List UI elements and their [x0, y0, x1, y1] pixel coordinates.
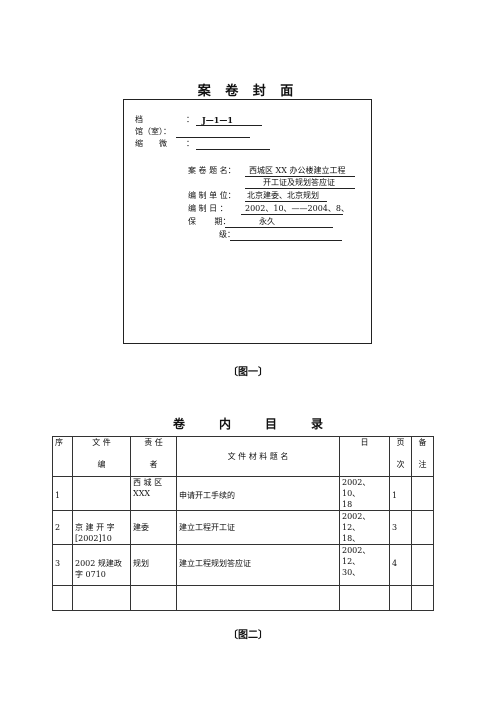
catalog-table: 序 文 件 编 责 任 者 文 件 材 料 题 名 日 页 次 备 注 1: [52, 436, 434, 611]
security-label: 级：: [219, 230, 235, 239]
microfilm-label: 缩 微: [135, 139, 167, 148]
row-responsible: 西 城 区: [133, 478, 163, 487]
catalog-title: 卷内目录: [0, 415, 496, 432]
case-title-line1: 西城区 XX 办公楼建立工程: [245, 166, 355, 177]
row-title: 建立工程规划答应证: [179, 559, 251, 568]
row-file-no-2: 字 0710: [75, 570, 106, 579]
cover-box: 档 ： J—1—1 馆（室）： 缩 微 ： 案 卷 题 名： 西城区 XX 办公…: [123, 99, 372, 344]
hall-label: 馆（室）：: [135, 127, 171, 136]
case-title-label: 案 卷 题 名：: [188, 166, 236, 175]
header-seq: 序: [52, 436, 73, 477]
case-title-line2: 开工证及规划答应证: [245, 178, 355, 189]
security-line: [230, 230, 342, 241]
date-label: 编 制 日 ：: [188, 204, 228, 213]
archive-number: J—1—1: [196, 115, 262, 126]
header-file-no: 文 件 编: [72, 436, 131, 477]
table-row: 3 2002 规建政字 0710 规划 建立工程规划答应证 2002、12、 30…: [52, 544, 434, 586]
row-seq: 2: [55, 523, 61, 532]
figure1-caption: 〔图一〕: [228, 367, 268, 378]
header-material-title: 文 件 材 料 题 名: [176, 436, 340, 477]
table-header-row: 序 文 件 编 责 任 者 文 件 材 料 题 名 日 页 次 备 注: [52, 436, 434, 477]
row-page: 1: [392, 491, 398, 500]
row-title: 申请开工手续的: [179, 491, 235, 500]
figure2-caption: 〔图二〕: [228, 630, 268, 641]
row-file-no-2: [2002]10: [75, 534, 112, 543]
microfilm-colon: ：: [186, 139, 194, 148]
row-responsible-2: XXX: [133, 489, 151, 498]
row-remark: [411, 544, 434, 586]
row-date: 2002、10、: [342, 478, 371, 498]
archive-label: 档: [135, 115, 143, 124]
row-file-no: 2002 规建政: [75, 559, 122, 568]
row-page: 3: [392, 523, 398, 532]
row-remark: [411, 476, 434, 511]
retention-value: 永久: [225, 217, 333, 228]
row-date-2: 18、: [342, 534, 361, 543]
row-responsible: 建委: [133, 523, 149, 532]
catalog-title-char: 目: [265, 417, 278, 431]
archive-colon: ：: [186, 115, 194, 124]
row-date: 2002、12、: [342, 546, 371, 566]
catalog-title-char: 录: [311, 417, 324, 431]
header-date: 日: [339, 436, 390, 477]
unit-label: 编 制 单 位：: [188, 191, 236, 200]
table-row: 1 西 城 区 XXX 申请开工手续的 2002、10、 18 1: [52, 476, 434, 511]
table-row: 2 京 建 开 字 [2002]10 建委 建立工程开工证 2002、12、 18、…: [52, 510, 434, 545]
date-value: 2002、10、——2004、8、: [241, 204, 349, 215]
table-row-empty: [52, 585, 434, 611]
row-page: 4: [392, 559, 398, 568]
header-remark: 备 注: [411, 436, 434, 477]
unit-value: 北京建委、北京规划: [245, 191, 327, 202]
catalog-title-char: 内: [218, 417, 231, 431]
row-remark: [411, 510, 434, 545]
row-file-no: 京 建 开 字: [75, 523, 115, 532]
row-date-2: 18: [342, 500, 353, 509]
microfilm-line: [196, 139, 270, 150]
header-page: 页 次: [389, 436, 412, 477]
header-responsible: 责 任 者: [130, 436, 177, 477]
row-responsible: 规划: [133, 559, 149, 568]
retention-label: 保 期：: [188, 217, 231, 226]
row-seq: 3: [55, 559, 61, 568]
row-title: 建立工程开工证: [179, 523, 235, 532]
row-date: 2002、12、: [342, 512, 371, 532]
row-date-2: 30、: [342, 568, 361, 577]
row-seq: 1: [55, 491, 61, 500]
hall-line: [176, 127, 250, 138]
cover-title: 案 卷 封 面: [197, 84, 299, 99]
catalog-title-char: 卷: [172, 417, 185, 431]
